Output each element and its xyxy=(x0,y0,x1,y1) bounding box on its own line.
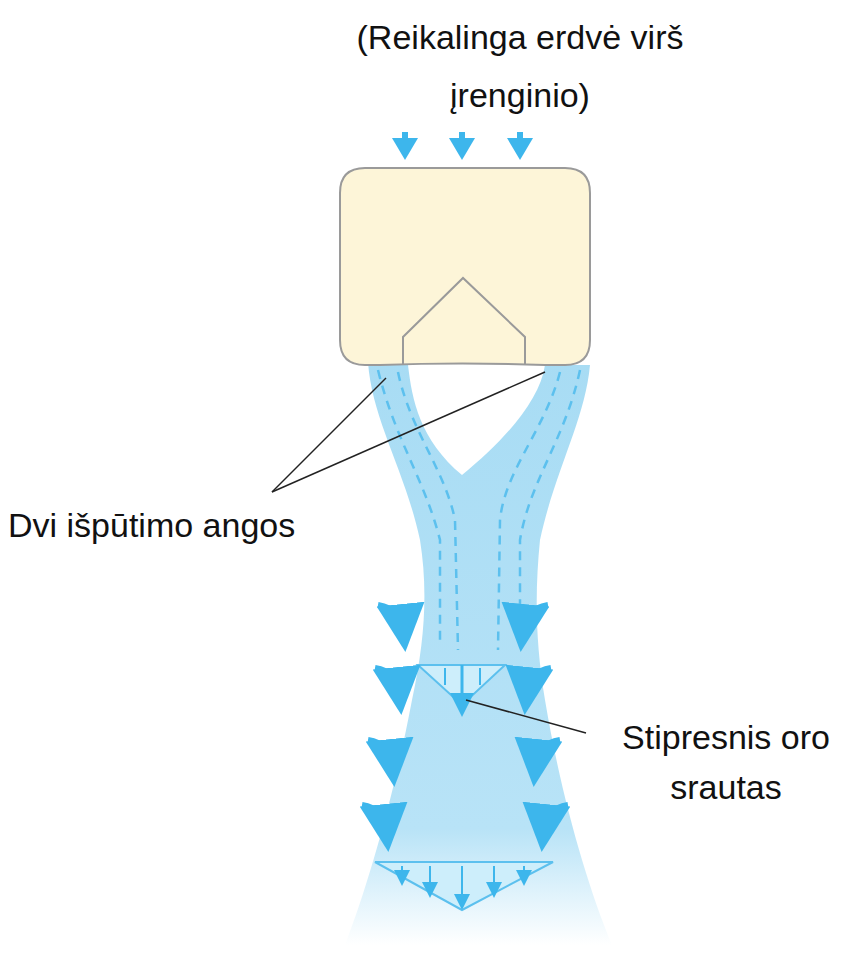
leader-lines xyxy=(272,372,586,733)
unit-panel xyxy=(403,278,525,364)
intake-arrows xyxy=(392,132,533,160)
outlets-label: Dvi išpūtimo angos xyxy=(8,500,478,550)
flow-lines xyxy=(378,370,580,650)
entrainment-arrows xyxy=(362,605,568,828)
indoor-unit xyxy=(340,168,590,365)
airflow-label: Stipresnis oro srautas xyxy=(590,712,862,812)
space-note: (Reikalinga erdvė virš įrenginio) xyxy=(318,8,722,124)
air-flow xyxy=(345,362,612,945)
velocity-profile xyxy=(375,665,553,910)
